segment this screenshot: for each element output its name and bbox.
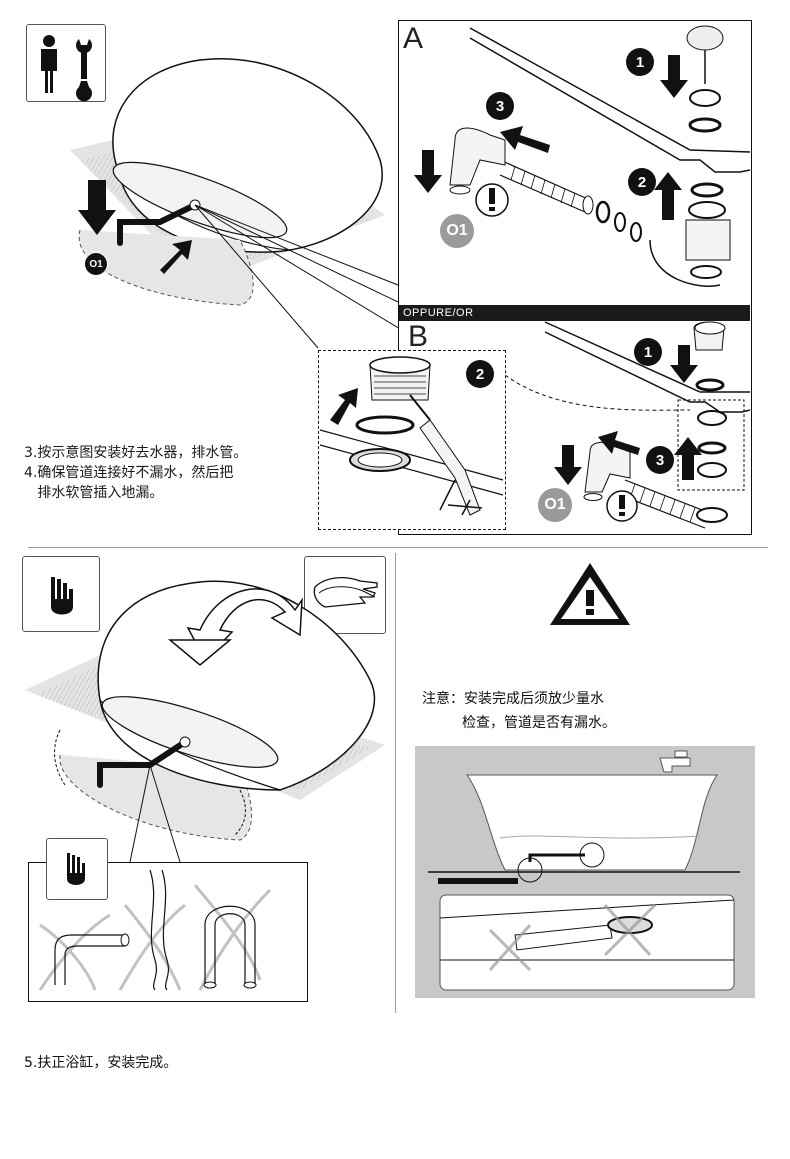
o1-badge-overview: O1 [84, 252, 108, 276]
vertical-divider [395, 553, 396, 1013]
hand-icon-2 [67, 853, 85, 885]
tub-overview-illustration [70, 58, 411, 349]
step-b1-badge: 1 [634, 338, 662, 366]
oppure-or-band: OPPURE/OR [399, 305, 750, 321]
step-a3-badge: 3 [486, 92, 514, 120]
worker-wrench-icon [41, 35, 92, 102]
panel-a-illustration [414, 25, 751, 287]
gloves-icon-box [304, 556, 386, 634]
hand-icon-box-2 [46, 838, 108, 900]
section-divider [28, 547, 768, 548]
panel-b-illustration [504, 321, 751, 529]
o1-badge-b: O1 [538, 488, 572, 522]
hand-icon-box [22, 556, 100, 632]
step-a1-badge: 1 [626, 48, 654, 76]
hand-icon [51, 577, 73, 615]
step-b3-badge: 3 [646, 446, 674, 474]
notice-text: 注意：安装完成后须放少量水 检查，管道是否有漏水。 [422, 691, 617, 731]
step-a2-badge: 2 [628, 168, 656, 196]
gloves-icon [313, 576, 378, 608]
panel-a-label: A [403, 22, 424, 55]
panel-b-label: B [408, 320, 429, 353]
final-step-text: 5.扶正浴缸，安装完成。 [24, 1055, 178, 1071]
steps-3-4-text: 3.按示意图安装好去水器，排水管。 4.确保管道连接好不漏水，然后把 排水软管插… [24, 445, 248, 501]
o1-badge-a: O1 [440, 214, 474, 248]
detail-b2-illustration [319, 356, 504, 516]
step-b2-badge: 2 [466, 360, 494, 388]
tools-icon-box [26, 24, 106, 102]
